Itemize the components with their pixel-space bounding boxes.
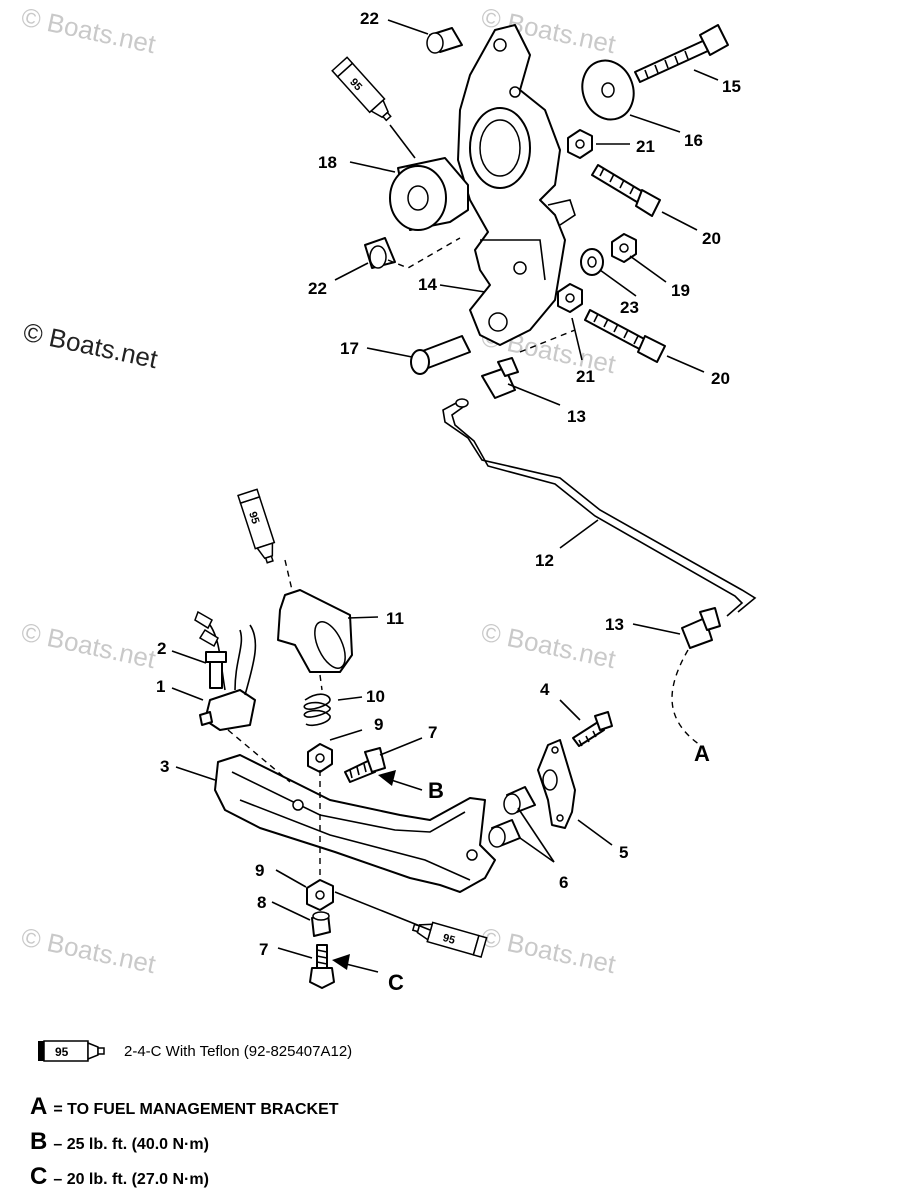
tube-label: 95: [55, 1045, 69, 1059]
callout-14: 14: [418, 275, 437, 294]
part-19-nut: [611, 233, 637, 263]
tube-label: 95: [246, 510, 261, 525]
marker-b: B: [428, 778, 444, 803]
sealant-tube-95-lower: 95: [411, 921, 488, 958]
part-20-screw-lower: [584, 309, 666, 363]
callout-23: 23: [620, 298, 639, 317]
callouts: 22 18 22 14 17 13 15 16 21 20 19 23 21 2…: [156, 9, 741, 995]
marker-a: A: [694, 741, 710, 766]
dashed-guide: [519, 329, 576, 353]
callout-4: 4: [540, 680, 550, 699]
callout-1: 1: [156, 677, 165, 696]
marker-c: C: [388, 970, 404, 995]
watermark: © Boats.net: [479, 617, 619, 675]
callout-6: 6: [559, 873, 568, 892]
sealant-tube-icon: 95: [38, 1040, 105, 1062]
part-22-spacer-lower: [364, 237, 396, 269]
note-text: = TO FUEL MANAGEMENT BRACKET: [53, 1101, 339, 1118]
part-7-bolt-lower: [309, 944, 335, 989]
part-21-nut-upper: [567, 129, 593, 159]
watermark: © Boats.net: [19, 617, 159, 675]
dashed-guide-to-a: [671, 649, 701, 746]
note-letter: B: [30, 1128, 48, 1155]
part-5-plate: [537, 739, 576, 829]
sealant-legend: 95 2-4-C With Teflon (92-825407A12): [38, 1040, 352, 1062]
watermark: © Boats.net: [19, 2, 159, 60]
part-15-bolt: [634, 24, 729, 83]
sealant-tube-95-upper: 95: [331, 56, 392, 122]
callout-22: 22: [308, 279, 327, 298]
callout-5: 5: [619, 843, 628, 862]
callout-13: 13: [605, 615, 624, 634]
part-2-screw: [205, 651, 227, 689]
part-12-link-rod: [442, 398, 757, 617]
dashed-guide: [319, 674, 323, 691]
callout-11: 11: [386, 609, 404, 628]
part-7-bolt-upper: [344, 747, 386, 783]
arrow-b: [378, 770, 423, 791]
callout-22: 22: [360, 9, 379, 28]
part-1-switch: [194, 610, 257, 731]
callout-13: 13: [567, 407, 586, 426]
callout-18: 18: [318, 153, 337, 172]
part-9-nut-lower: [306, 879, 334, 911]
sealant-tube-95-mid: 95: [237, 488, 276, 564]
note-b: B – 25 lb. ft. (40.0 N·m): [30, 1128, 209, 1156]
note-a: A = TO FUEL MANAGEMENT BRACKET: [30, 1093, 339, 1121]
leader-lines: [171, 19, 719, 959]
callout-21: 21: [636, 137, 655, 156]
callout-2: 2: [157, 639, 166, 658]
callout-16: 16: [684, 131, 703, 150]
watermark: © Boats.net: [21, 317, 161, 375]
sealant-description: 2-4-C With Teflon (92-825407A12): [124, 1042, 353, 1060]
part-8-spacer: [311, 911, 331, 937]
part-16-washer: [581, 59, 635, 121]
callout-15: 15: [722, 77, 741, 96]
callout-3: 3: [160, 757, 169, 776]
callout-21: 21: [576, 367, 595, 386]
note-letter: C: [30, 1163, 48, 1190]
part-13-ball-joint-upper: [481, 357, 519, 399]
dashed-guide: [284, 559, 293, 591]
dashed-guide: [227, 729, 291, 783]
part-22-spacer-top: [426, 27, 463, 54]
part-3-bracket: [214, 754, 496, 893]
part-17-pin: [410, 335, 471, 375]
part-18-bushing: [389, 157, 469, 231]
arrow-c: [332, 954, 379, 973]
callout-9: 9: [255, 861, 264, 880]
part-6-bushing-lower: [488, 819, 521, 848]
note-letter: A: [30, 1093, 48, 1120]
watermark: © Boats.net: [19, 922, 159, 980]
tube-label: 95: [441, 932, 456, 947]
part-4-bolt: [572, 711, 613, 747]
part-6-bushing-upper: [503, 786, 536, 815]
part-13-ball-joint-lower: [681, 607, 721, 649]
watermark: © Boats.net: [479, 922, 619, 980]
callout-7: 7: [428, 723, 437, 742]
part-11-cover: [277, 589, 353, 673]
callout-10: 10: [366, 687, 385, 706]
part-21-nut-lower: [557, 283, 583, 313]
part-20-screw-upper: [591, 164, 661, 217]
part-9-nut-upper: [307, 743, 333, 773]
part-14-lever-casting: [457, 24, 576, 346]
callout-17: 17: [340, 339, 359, 358]
note-text: – 25 lb. ft. (40.0 N·m): [53, 1136, 209, 1153]
dashed-guide: [387, 237, 461, 269]
part-10-spring: [303, 693, 331, 727]
note-c: C – 20 lb. ft. (27.0 N·m): [30, 1163, 209, 1191]
part-23-washer: [580, 248, 604, 276]
callout-8: 8: [257, 893, 266, 912]
callout-20: 20: [711, 369, 730, 388]
callout-7: 7: [259, 940, 268, 959]
callout-12: 12: [535, 551, 554, 570]
callout-9: 9: [374, 715, 383, 734]
callout-20: 20: [702, 229, 721, 248]
callout-19: 19: [671, 281, 690, 300]
note-text: – 20 lb. ft. (27.0 N·m): [53, 1171, 209, 1188]
